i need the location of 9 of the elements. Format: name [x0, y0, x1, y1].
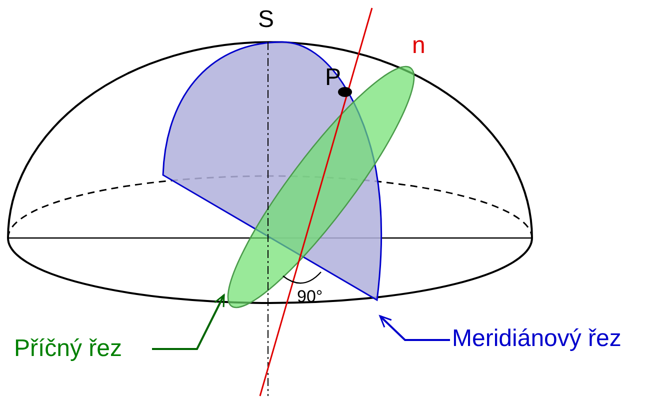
point-label: P	[325, 66, 342, 90]
point-label: S	[258, 8, 274, 32]
section-label: Meridiánový řez	[452, 327, 622, 351]
point-label: 90°	[297, 288, 323, 305]
section-label: Příčný řez	[14, 337, 122, 361]
point-label: n	[412, 34, 426, 58]
leader-arrow	[379, 315, 450, 341]
cross-section-ellipse	[227, 66, 415, 308]
leader-arrow	[152, 294, 225, 350]
